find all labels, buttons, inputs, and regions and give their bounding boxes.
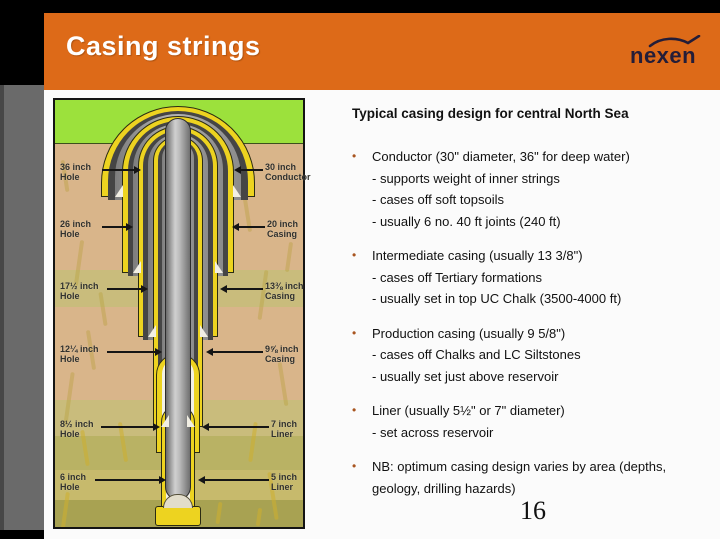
casing-shoe-flare bbox=[215, 261, 223, 273]
bullet-subline: - usually set just above reservoir bbox=[372, 368, 559, 384]
leader-arrow bbox=[198, 476, 269, 484]
soil-streak bbox=[215, 501, 223, 525]
casing-shoe-flare bbox=[148, 325, 156, 337]
casing-shoe-flare bbox=[161, 415, 169, 427]
bullet-subline: - cases off Tertiary formations bbox=[372, 269, 543, 285]
center-tubing bbox=[165, 118, 191, 500]
bullet-subline: - usually set in top UC Chalk (3500-4000… bbox=[372, 291, 622, 306]
soil-streak bbox=[60, 491, 70, 527]
bullet-group-production: • Production casing (usually 9 5/8") - ca… bbox=[352, 323, 714, 388]
bullet-group-liner: • Liner (usually 5½" or 7" diameter) - se… bbox=[352, 400, 714, 443]
leader-arrow bbox=[102, 223, 133, 231]
casing-shoe-flare bbox=[200, 325, 208, 337]
leader-arrow bbox=[234, 166, 263, 174]
bullet-subline: - set across reservoir bbox=[372, 424, 494, 440]
leader-arrow bbox=[202, 423, 269, 431]
casing-shoe-flare bbox=[133, 261, 141, 273]
bullet-title: Production casing (usually 9 5/8") bbox=[372, 325, 566, 341]
soil-streak bbox=[284, 241, 294, 273]
bullet-subline: - usually 6 no. 40 ft joints (240 ft) bbox=[372, 213, 561, 229]
leader-arrow bbox=[102, 166, 141, 174]
leader-arrow bbox=[107, 285, 148, 293]
soil-streak bbox=[73, 239, 85, 287]
bullet-group-conductor: • Conductor (30" diameter, 36" for deep w… bbox=[352, 146, 714, 232]
nexen-logo-text: nexen bbox=[630, 43, 697, 68]
leader-arrow bbox=[206, 348, 263, 356]
soil-streak bbox=[255, 507, 263, 527]
soil-streak bbox=[98, 291, 108, 327]
page-number: 16 bbox=[520, 496, 546, 525]
leader-arrow bbox=[220, 285, 263, 293]
slide-header: Casing strings nexen bbox=[44, 13, 720, 90]
well-bottom-shoe bbox=[155, 506, 201, 526]
bullet-title: Liner (usually 5½" or 7" diameter) bbox=[372, 403, 565, 418]
bullet-icon: • bbox=[352, 459, 357, 473]
text-heading: Typical casing design for central North … bbox=[352, 106, 629, 121]
leader-arrow bbox=[95, 476, 166, 484]
nexen-logo: nexen bbox=[630, 35, 706, 69]
bullet-group-intermediate: • Intermediate casing (usually 13 3/8") -… bbox=[352, 245, 714, 310]
bullet-title: Intermediate casing (usually 13 3/8") bbox=[372, 248, 583, 263]
bullet-title: Conductor (30" diameter, 36" for deep wa… bbox=[372, 149, 630, 164]
nexen-logo-swoosh-icon bbox=[648, 35, 701, 48]
bullet-subline: - cases off soft topsoils bbox=[372, 192, 504, 207]
leader-arrow bbox=[107, 348, 162, 356]
bullet-group-nb: • NB: optimum casing design varies by are… bbox=[352, 456, 714, 499]
bullet-icon: • bbox=[352, 149, 357, 163]
soil-streak bbox=[63, 371, 75, 427]
slide-text-column: Typical casing design for central North … bbox=[352, 106, 714, 512]
bullet-subline: - cases off Chalks and LC Siltstones bbox=[372, 347, 581, 362]
bullet-title: NB: optimum casing design varies by area… bbox=[372, 459, 667, 496]
casing-shoe-flare bbox=[233, 185, 241, 197]
leader-arrow bbox=[232, 223, 265, 231]
casing-shoe-flare bbox=[187, 415, 195, 427]
soil-streak bbox=[277, 361, 289, 407]
bullet-icon: • bbox=[352, 325, 357, 340]
bullet-icon: • bbox=[352, 403, 357, 417]
left-letterbox-strip bbox=[0, 85, 44, 530]
leader-arrow bbox=[101, 423, 160, 431]
casing-shoe-flare bbox=[115, 185, 123, 197]
bullet-icon: • bbox=[352, 248, 357, 262]
slide-title: Casing strings bbox=[66, 31, 261, 61]
bullet-subline: - supports weight of inner strings bbox=[372, 170, 560, 186]
